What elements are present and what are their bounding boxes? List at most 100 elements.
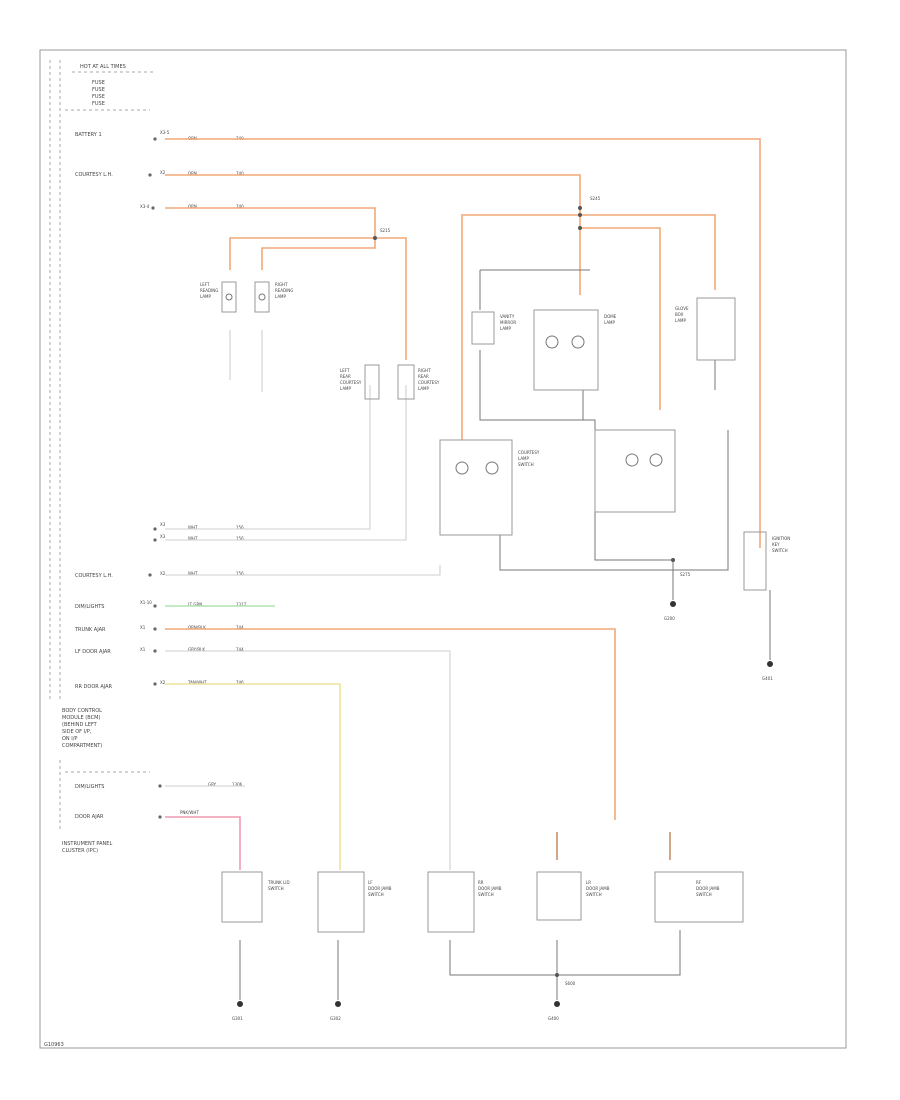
svg-text:RR: RR — [478, 880, 484, 885]
ipc-input-door-circuit: PNK/WHT — [180, 810, 199, 815]
header-fuse-1: FUSE — [92, 80, 105, 86]
svg-text:SWITCH: SWITCH — [268, 886, 284, 891]
bcm-output-rr-pin: X2 — [160, 680, 166, 685]
ground-label-g401: G401 — [762, 676, 773, 681]
ipc-module: INSTRUMENT PANEL CLUSTER (IPC) — [59, 760, 150, 854]
bcm-label-1: BODY CONTROL — [62, 708, 102, 714]
svg-text:RIGHT: RIGHT — [418, 368, 431, 373]
component-right-courtesy-lamp — [594, 429, 676, 513]
header-title: HOT AT ALL TIMES — [80, 64, 126, 70]
svg-text:IGNITION: IGNITION — [772, 536, 790, 541]
svg-text:LAMP: LAMP — [275, 294, 287, 299]
svg-text:COURTESY: COURTESY — [340, 380, 362, 385]
bcm-connectors — [148, 137, 162, 819]
ground-g401 — [767, 661, 773, 667]
svg-text:LAMP: LAMP — [200, 294, 212, 299]
bcm-output-5-code: 156 — [236, 536, 244, 541]
svg-text:DOOR JAMB: DOOR JAMB — [696, 886, 720, 891]
component-glove-box: GLOVE BOX LAMP — [675, 297, 736, 361]
ground-g400 — [554, 1001, 560, 1007]
svg-text:DOOR JAMB: DOOR JAMB — [586, 886, 610, 891]
component-left-reading-lamp: LEFT READING LAMP — [200, 281, 237, 313]
svg-text:DOOR JAMB: DOOR JAMB — [478, 886, 502, 891]
bcm-output-courtesy-lh-code: 156 — [236, 571, 244, 576]
splice-s245: S245 — [590, 196, 601, 201]
svg-text:COURTESY: COURTESY — [518, 450, 540, 455]
ground-label-g302: G302 — [330, 1016, 341, 1021]
ground-label-g301: G301 — [232, 1016, 243, 1021]
svg-text:DOOR JAMB: DOOR JAMB — [368, 886, 392, 891]
component-right-rear-courtesy: RIGHT REAR COURTESY LAMP — [397, 364, 440, 400]
svg-text:COURTESY: COURTESY — [418, 380, 440, 385]
svg-text:VANITY: VANITY — [500, 314, 515, 319]
bcm-output-5-circuit: WHT — [188, 536, 198, 541]
svg-text:BOX: BOX — [675, 312, 684, 317]
component-rf-door-jamb: RF DOOR JAMB SWITCH — [654, 871, 744, 923]
bcm-output-labels: BATTERY 1 X3-5 ORN 740 COURTESY L.H. X2 … — [74, 130, 247, 820]
brown-wires — [556, 832, 671, 860]
gray-wires — [165, 330, 451, 870]
svg-text:LAMP: LAMP — [500, 326, 512, 331]
splices: S215 S245 S275 S600 — [373, 196, 691, 986]
bcm-module: HOT AT ALL TIMES FUSE FUSE FUSE FUSE BOD… — [49, 60, 155, 749]
svg-text:GLOVE: GLOVE — [675, 306, 689, 311]
bcm-output-rr-code: 746 — [236, 680, 244, 685]
bcm-output-rr-name: RR DOOR AJAR — [75, 684, 113, 690]
bcm-output-battery-name: BATTERY 1 — [75, 132, 102, 138]
svg-text:LEFT: LEFT — [340, 368, 350, 373]
bcm-output-trunk-code: 744 — [236, 625, 244, 630]
bcm-output-lf-name: LF DOOR AJAR — [75, 649, 111, 655]
bcm-label-2: MODULE (BCM) — [62, 715, 100, 721]
bcm-output-courtesy-circuit: ORN — [188, 171, 197, 176]
bcm-output-courtesy-lh-name: COURTESY L.H. — [75, 573, 113, 579]
bcm-output-battery-pin: X3-5 — [160, 130, 170, 135]
component-rr-door-jamb: RR DOOR JAMB SWITCH — [427, 871, 502, 933]
footer-code: G10963 — [44, 1042, 64, 1048]
splice-s600: S600 — [565, 981, 576, 986]
bcm-output-4-code: 156 — [236, 525, 244, 530]
svg-text:LR: LR — [586, 880, 591, 885]
svg-text:SWITCH: SWITCH — [772, 548, 788, 553]
ipc-input-door-name: DOOR AJAR — [75, 814, 104, 820]
svg-text:LEFT: LEFT — [200, 282, 210, 287]
header-fuse-2: FUSE — [92, 87, 105, 93]
bcm-output-3-code: 740 — [236, 204, 244, 209]
svg-text:SWITCH: SWITCH — [696, 892, 712, 897]
component-vanity-mirror: VANITY MIRROR LAMP — [471, 311, 516, 345]
ipc-input-dim-circuit: GRY — [208, 782, 217, 787]
ground-label-g200: G200 — [664, 616, 675, 621]
bcm-output-dim-code: 1317 — [236, 602, 247, 607]
bcm-output-dim-circuit: LT GRN — [188, 602, 202, 607]
svg-text:RIGHT: RIGHT — [275, 282, 288, 287]
svg-text:RF: RF — [696, 880, 702, 885]
orange-wires — [165, 138, 761, 820]
svg-text:TRUNK LID: TRUNK LID — [267, 880, 290, 885]
bcm-output-courtesy-pin: X2 — [160, 170, 166, 175]
ipc-label-1: INSTRUMENT PANEL — [62, 841, 112, 847]
bcm-output-courtesy-code: 740 — [236, 171, 244, 176]
svg-text:KEY: KEY — [772, 542, 780, 547]
bcm-output-4-circuit: WHT — [188, 525, 198, 530]
component-lf-door-jamb: LF DOOR JAMB SWITCH — [317, 871, 392, 933]
svg-text:REAR: REAR — [418, 374, 429, 379]
component-ignition-key: IGNITION KEY SWITCH — [743, 531, 790, 591]
header-fuse-4: FUSE — [92, 101, 105, 107]
bcm-label-6: COMPARTMENT) — [62, 743, 102, 749]
bcm-output-dim-name: DIM/LIGHTS — [75, 604, 104, 610]
ipc-input-dim-name: DIM/LIGHTS — [75, 784, 104, 790]
black-wires — [239, 269, 771, 1000]
svg-text:SWITCH: SWITCH — [368, 892, 384, 897]
yellow-wire — [165, 683, 341, 870]
ground-label-g400: G400 — [548, 1016, 559, 1021]
bcm-output-trunk-circuit: ORN/BLK — [188, 625, 206, 630]
grounds: G200 G301 G302 G400 G401 — [232, 601, 773, 1021]
svg-text:SWITCH: SWITCH — [518, 462, 534, 467]
bcm-output-4-pin: X3 — [160, 522, 166, 527]
component-lr-door-jamb: LR DOOR JAMB SWITCH — [536, 871, 610, 921]
svg-text:LF: LF — [368, 880, 373, 885]
bcm-output-courtesy-name: COURTESY L.H. — [75, 172, 113, 178]
bcm-output-trunk-pin: X1 — [140, 625, 146, 630]
svg-text:LAMP: LAMP — [418, 386, 430, 391]
bcm-output-lf-code: 744 — [236, 647, 244, 652]
